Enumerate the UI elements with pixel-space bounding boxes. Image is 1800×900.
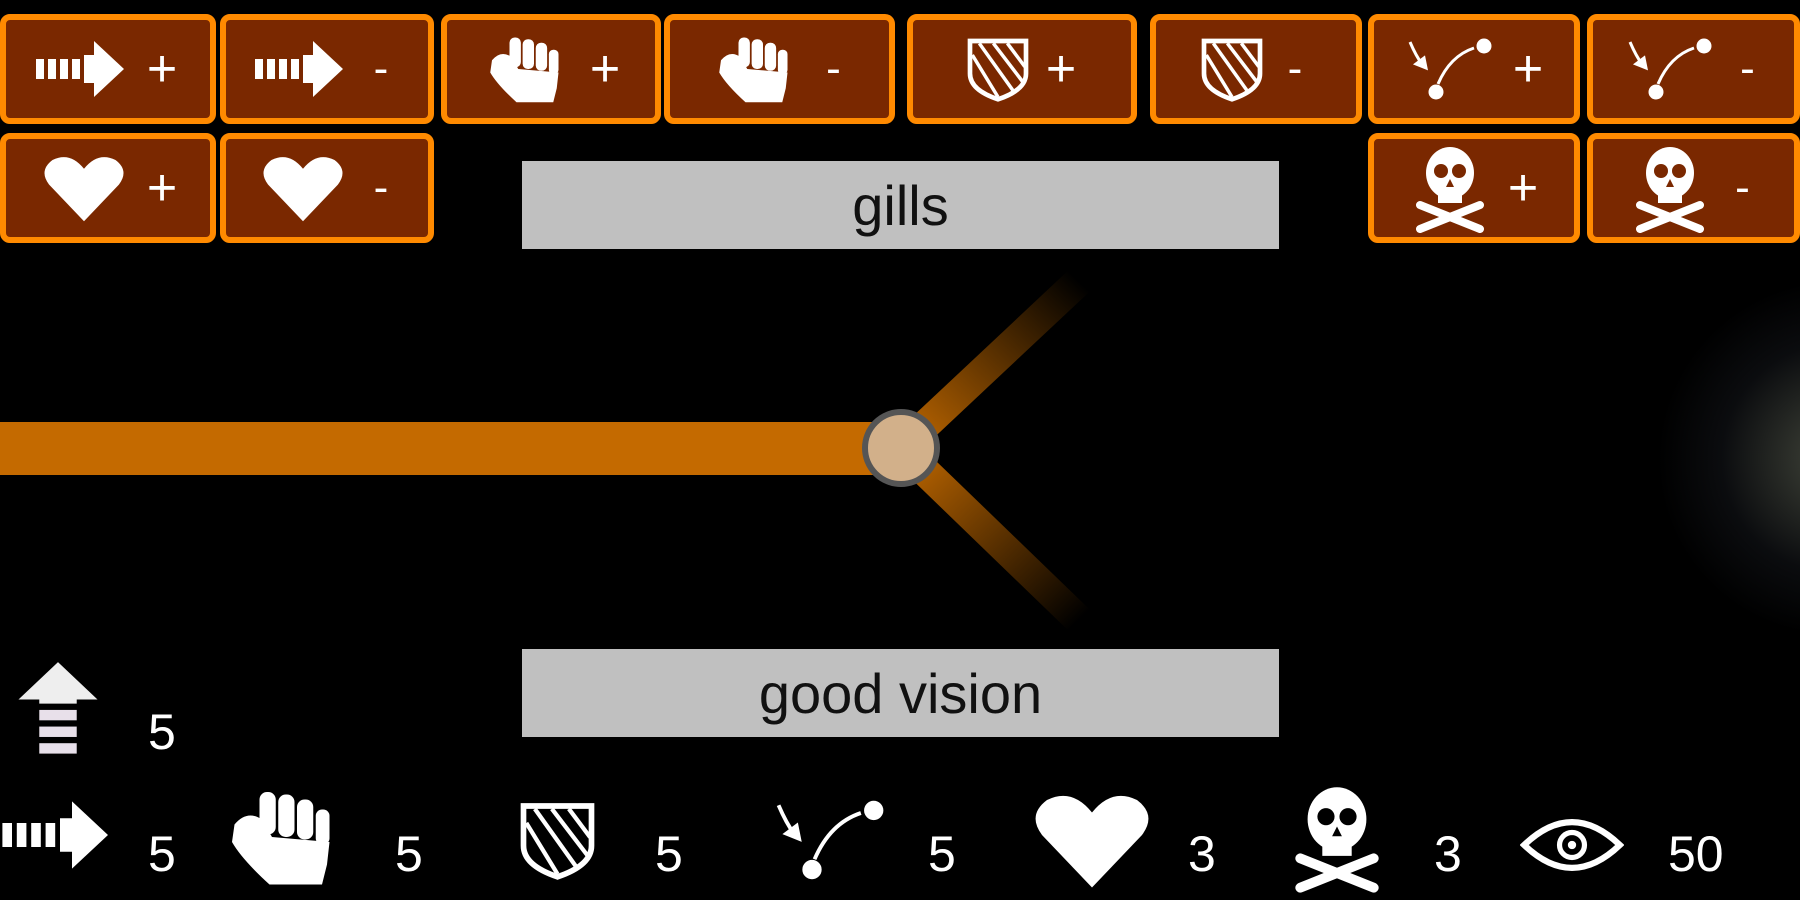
minus-sign: - — [373, 44, 389, 93]
plus-sign: + — [1045, 40, 1077, 98]
plus-sign: + — [1507, 159, 1539, 217]
evolution-points-icon — [14, 660, 102, 764]
strength-minus-button[interactable]: - — [664, 14, 895, 124]
health-icon — [1028, 790, 1156, 890]
minus-sign: - — [1287, 44, 1303, 93]
plus-sign: + — [146, 40, 178, 98]
range-plus-button[interactable]: + — [1368, 14, 1580, 124]
health-plus-button[interactable]: + — [0, 133, 216, 243]
speed-minus-button[interactable]: - — [220, 14, 434, 124]
armor-plus-button[interactable]: + — [907, 14, 1137, 124]
upper-branch — [890, 270, 1090, 459]
plus-sign: + — [589, 40, 621, 98]
upper-trait-option[interactable]: gills — [522, 161, 1279, 249]
evolution-trunk — [0, 422, 901, 475]
plus-sign: + — [146, 159, 178, 217]
strength-plus-button[interactable]: + — [441, 14, 661, 124]
evolution-node[interactable] — [862, 409, 940, 487]
vision-eye-icon — [1520, 812, 1624, 878]
range-icon — [765, 795, 895, 885]
minus-sign: - — [373, 163, 389, 212]
toxicity-value: 3 — [1434, 826, 1462, 882]
speed-plus-button[interactable]: + — [0, 14, 216, 124]
armor-icon — [515, 795, 600, 885]
speed-value: 5 — [148, 826, 176, 882]
strength-icon — [222, 782, 347, 892]
minus-sign: - — [826, 44, 841, 93]
armor-minus-button[interactable]: - — [1150, 14, 1362, 124]
armor-value: 5 — [655, 826, 683, 882]
evolution-points-value: 5 — [148, 704, 176, 760]
toxicity-icon — [1288, 780, 1386, 895]
plus-sign: + — [1512, 40, 1544, 98]
toxicity-minus-button[interactable]: - — [1587, 133, 1800, 243]
health-minus-button[interactable]: - — [220, 133, 434, 243]
health-value: 3 — [1188, 826, 1216, 882]
range-value: 5 — [928, 826, 956, 882]
strength-value: 5 — [395, 826, 423, 882]
lower-trait-option[interactable]: good vision — [522, 649, 1279, 737]
vision-value: 50 — [1668, 826, 1724, 882]
toxicity-plus-button[interactable]: + — [1368, 133, 1580, 243]
speed-icon — [0, 795, 120, 875]
lower-branch — [890, 437, 1090, 631]
minus-sign: - — [1735, 163, 1750, 212]
minus-sign: - — [1740, 44, 1755, 93]
range-minus-button[interactable]: - — [1587, 14, 1800, 124]
